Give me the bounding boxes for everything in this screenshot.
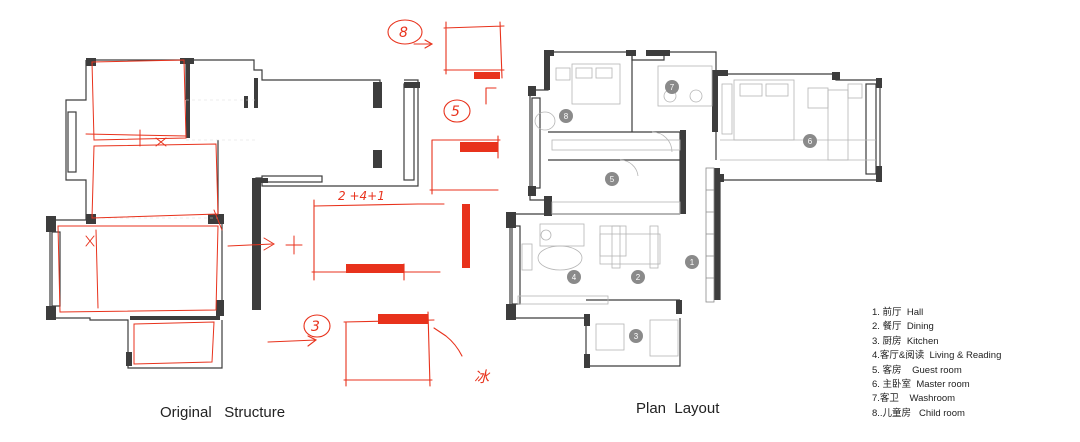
room-legend: 1. 前厅 Hall 2. 餐厅 Dining 3. 厨房 Kitchen 4.… xyxy=(872,306,1001,421)
legend-item-master-room: 6. 主卧室 Master room xyxy=(872,379,970,391)
legend-item-dining: 2. 餐厅 Dining xyxy=(872,321,934,333)
svg-text:5: 5 xyxy=(610,175,615,184)
svg-text:6: 6 xyxy=(808,137,813,146)
red-handwritten-labels: 8 5 3 2 +4+1 冰 xyxy=(311,25,491,386)
room-marker-4: 4 xyxy=(567,270,581,284)
room-marker-7: 7 xyxy=(665,80,679,94)
legend-item-child-room: 8..儿童房 Child room xyxy=(872,407,965,419)
original-structure-plan xyxy=(46,58,420,369)
annotation-scribble: 冰 xyxy=(474,368,491,386)
red-filled-bars xyxy=(346,72,500,324)
legend-item-hall: 1. 前厅 Hall xyxy=(872,307,924,318)
svg-text:7: 7 xyxy=(670,83,675,92)
svg-text:3: 3 xyxy=(634,332,639,341)
legend-item-kitchen: 3. 厨房 Kitchen xyxy=(872,335,939,347)
room-markers: 1 2 3 4 5 6 7 8 xyxy=(559,80,817,343)
legend-item-living: 4.客厅&阅读 Living & Reading xyxy=(872,350,1002,362)
room-marker-1: 1 xyxy=(685,255,699,269)
caption-original-structure: Original Structure xyxy=(160,404,286,421)
red-sketches xyxy=(267,19,505,387)
legend-item-washroom: 7.客卫 Washroom xyxy=(872,393,956,405)
legend-item-guest-room: 5. 客房 Guest room xyxy=(872,364,962,376)
svg-text:2: 2 xyxy=(636,273,641,282)
plan-layout xyxy=(506,50,882,368)
room-marker-5: 5 xyxy=(605,172,619,186)
svg-text:8: 8 xyxy=(564,112,569,121)
room-marker-3: 3 xyxy=(629,329,643,343)
room-marker-6: 6 xyxy=(803,134,817,148)
annotation-5: 5 xyxy=(451,104,460,120)
annotation-8: 8 xyxy=(399,25,408,41)
svg-text:1: 1 xyxy=(690,258,695,267)
caption-plan-layout: Plan Layout xyxy=(636,400,720,417)
room-marker-2: 2 xyxy=(631,270,645,284)
room-marker-8: 8 xyxy=(559,109,573,123)
svg-text:4: 4 xyxy=(572,273,577,282)
annotation-formula: 2 +4+1 xyxy=(338,189,385,203)
annotation-3: 3 xyxy=(311,319,320,335)
